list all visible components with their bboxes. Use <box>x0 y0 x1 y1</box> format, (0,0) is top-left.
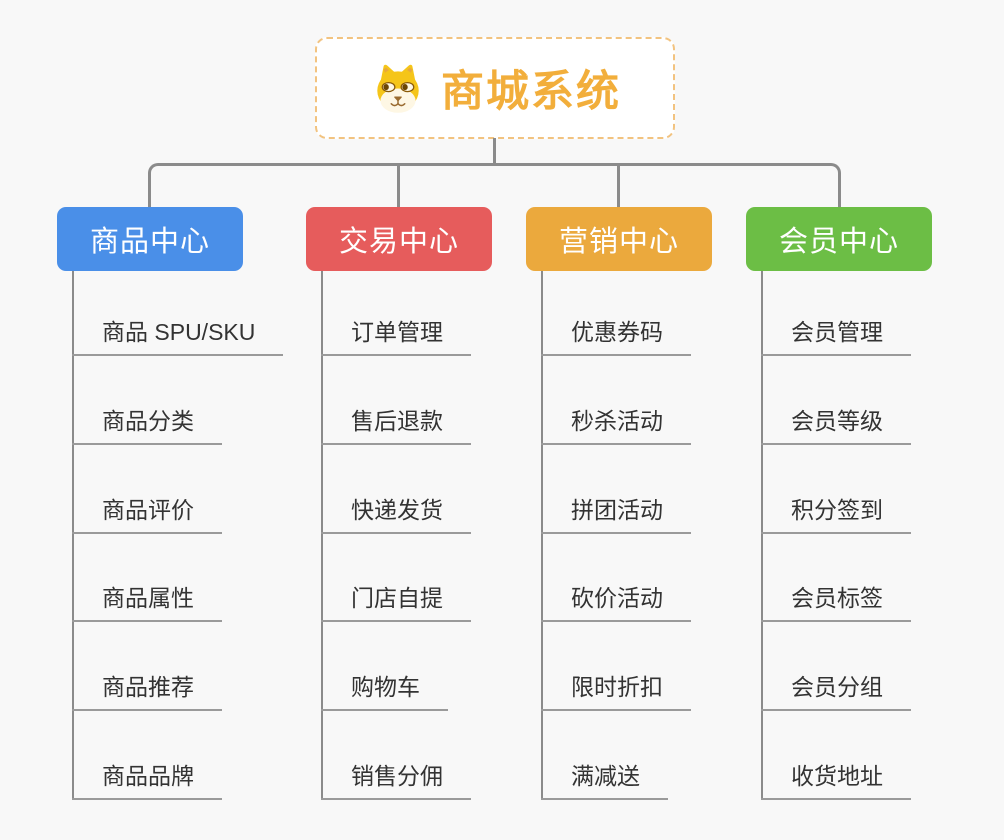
branch: 营销中心 优惠券码 秒杀活动 拼团活动 砍价活动 限时折扣 满减送 <box>526 207 776 807</box>
subtopic-node[interactable]: 商品品牌 <box>72 757 222 800</box>
branch-label: 商品中心 <box>89 226 210 258</box>
subtopic-node[interactable]: 满减送 <box>541 757 668 800</box>
subtopic-row: 订单管理 <box>321 267 471 356</box>
subtopic-row: 商品评价 <box>72 445 283 534</box>
subtopic-node[interactable]: 拼团活动 <box>541 491 691 534</box>
subtopic-node[interactable]: 订单管理 <box>321 313 471 356</box>
connector-root-stem <box>493 138 496 166</box>
branch-node[interactable]: 商品中心 <box>57 207 243 271</box>
connector-branch-trunk <box>541 271 543 800</box>
subtopic-node[interactable]: 会员管理 <box>761 313 911 356</box>
subtopic-row: 砍价活动 <box>541 534 691 623</box>
subtopic-node[interactable]: 限时折扣 <box>541 668 691 712</box>
subtopic-row: 购物车 <box>321 622 471 712</box>
shiba-dog-icon <box>369 61 427 115</box>
subtopic-node[interactable]: 会员分组 <box>761 668 911 712</box>
root-title: 商城系统 <box>441 68 621 116</box>
branch-items: 订单管理 售后退款 快递发货 门店自提 购物车 销售分佣 <box>321 267 471 800</box>
subtopic-node[interactable]: 商品评价 <box>72 491 222 534</box>
subtopic-row: 积分签到 <box>761 445 911 534</box>
connector-drop-icon <box>617 166 620 209</box>
subtopic-node[interactable]: 砍价活动 <box>541 579 691 623</box>
subtopic-node[interactable]: 快递发货 <box>321 491 471 534</box>
branch-node[interactable]: 营销中心 <box>526 207 712 271</box>
subtopic-row: 会员管理 <box>761 267 911 356</box>
subtopic-node[interactable]: 销售分佣 <box>321 757 471 800</box>
connector-branch-trunk <box>321 271 323 800</box>
subtopic-row: 限时折扣 <box>541 622 691 712</box>
branch: 会员中心 会员管理 会员等级 积分签到 会员标签 会员分组 收货地址 <box>746 207 996 807</box>
branch-items: 优惠券码 秒杀活动 拼团活动 砍价活动 限时折扣 满减送 <box>541 267 691 800</box>
subtopic-node[interactable]: 收货地址 <box>761 757 911 800</box>
subtopic-node[interactable]: 商品推荐 <box>72 668 222 712</box>
subtopic-row: 满减送 <box>541 711 691 800</box>
subtopic-node[interactable]: 会员标签 <box>761 579 911 623</box>
subtopic-row: 优惠券码 <box>541 267 691 356</box>
branch-label: 会员中心 <box>778 226 899 258</box>
subtopic-node[interactable]: 优惠券码 <box>541 313 691 356</box>
subtopic-row: 会员标签 <box>761 534 911 623</box>
subtopic-row: 售后退款 <box>321 356 471 445</box>
subtopic-row: 拼团活动 <box>541 445 691 534</box>
subtopic-row: 商品 SPU/SKU <box>72 267 284 356</box>
connector-top-rail <box>148 163 841 209</box>
branch: 商品中心 商品 SPU/SKU 商品分类 商品评价 商品属性 商品推荐 商品品牌 <box>57 207 307 807</box>
branch-items: 会员管理 会员等级 积分签到 会员标签 会员分组 收货地址 <box>761 267 911 800</box>
subtopic-node[interactable]: 会员等级 <box>761 402 911 445</box>
subtopic-node[interactable]: 积分签到 <box>761 491 911 534</box>
branch-node[interactable]: 会员中心 <box>746 207 932 271</box>
subtopic-row: 收货地址 <box>761 711 911 800</box>
subtopic-row: 商品推荐 <box>72 622 283 712</box>
branch-label: 营销中心 <box>558 226 679 258</box>
subtopic-row: 会员分组 <box>761 622 911 712</box>
subtopic-node[interactable]: 门店自提 <box>321 579 471 623</box>
branch-items: 商品 SPU/SKU 商品分类 商品评价 商品属性 商品推荐 商品品牌 <box>72 267 284 800</box>
subtopic-row: 商品分类 <box>72 356 283 445</box>
subtopic-node[interactable]: 商品 SPU/SKU <box>72 313 284 356</box>
subtopic-row: 销售分佣 <box>321 711 471 800</box>
branch-node[interactable]: 交易中心 <box>306 207 492 271</box>
subtopic-row: 秒杀活动 <box>541 356 691 445</box>
branch: 交易中心 订单管理 售后退款 快递发货 门店自提 购物车 销售分佣 <box>306 207 556 807</box>
root-node[interactable]: 商城系统 <box>315 37 675 139</box>
connector-branch-trunk <box>761 271 763 800</box>
subtopic-row: 门店自提 <box>321 534 471 623</box>
subtopic-row: 商品属性 <box>72 534 283 623</box>
subtopic-node[interactable]: 商品属性 <box>72 579 222 623</box>
subtopic-node[interactable]: 秒杀活动 <box>541 402 691 445</box>
branch-label: 交易中心 <box>338 226 459 258</box>
subtopic-row: 商品品牌 <box>72 711 283 800</box>
subtopic-row: 快递发货 <box>321 445 471 534</box>
connector-drop-icon <box>397 166 400 209</box>
connector-branch-trunk <box>72 271 74 800</box>
subtopic-node[interactable]: 商品分类 <box>72 402 222 445</box>
subtopic-node[interactable]: 售后退款 <box>321 402 471 445</box>
subtopic-row: 会员等级 <box>761 356 911 445</box>
subtopic-node[interactable]: 购物车 <box>321 668 448 712</box>
